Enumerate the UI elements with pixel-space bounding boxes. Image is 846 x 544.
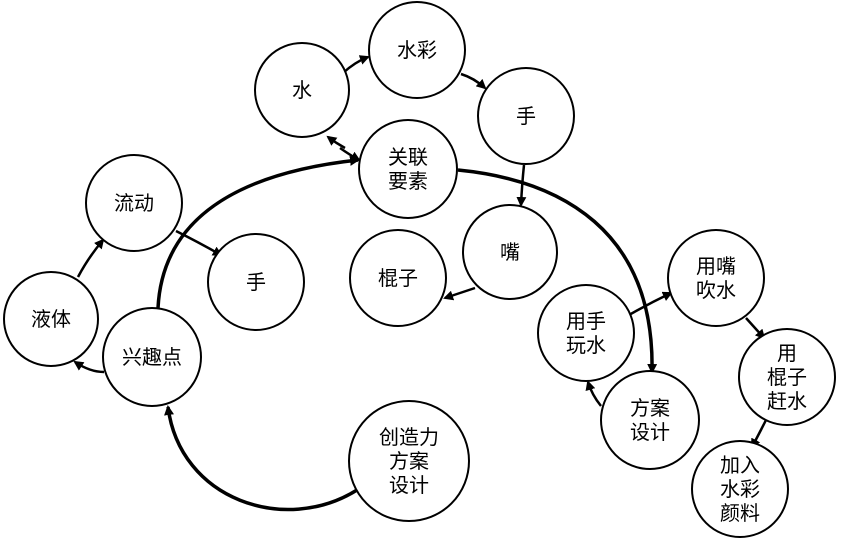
- node-label-line: 要素: [388, 169, 428, 193]
- edge-chuangzao-xingqudian: [164, 405, 358, 512]
- edge-yongshou-yongzui: [628, 291, 673, 317]
- node-yongshou: 用手玩水: [537, 284, 635, 382]
- node-label-line: 设计: [389, 473, 429, 497]
- edge-yongzui-yonggunzi: [745, 317, 766, 340]
- node-label-line: 用嘴: [696, 254, 736, 278]
- node-shou-mid: 手: [207, 233, 305, 331]
- svg-text:手: 手: [516, 104, 536, 128]
- edge-group: [73, 55, 768, 512]
- node-chuangzao: 创造力方案设计: [348, 400, 470, 522]
- node-label-line: 液体: [31, 307, 71, 331]
- node-label-line: 玩水: [566, 333, 606, 357]
- node-label-line: 颜料: [720, 501, 760, 525]
- edge-fangan-yongshou: [585, 380, 602, 407]
- svg-text:液体: 液体: [31, 307, 71, 331]
- node-label-line: 赶水: [767, 389, 807, 413]
- node-gunzi: 棍子: [349, 229, 447, 327]
- edge-shuicai-shou: [460, 72, 487, 90]
- node-jiaru: 加入水彩颜料: [691, 440, 789, 538]
- node-shui: 水: [254, 42, 350, 138]
- node-label-line: 棍子: [767, 365, 807, 389]
- edge-liudong-shou: [175, 229, 223, 257]
- node-label-line: 用: [777, 341, 797, 365]
- node-label-line: 手: [246, 270, 266, 294]
- node-xingqudian: 兴趣点: [102, 307, 202, 407]
- node-liudong: 流动: [85, 154, 183, 252]
- node-label-line: 用手: [566, 309, 606, 333]
- edge-yeti-liudong: [76, 238, 105, 278]
- node-fangan: 方案设计: [600, 370, 700, 470]
- node-label-line: 水: [292, 78, 312, 102]
- node-label-line: 方案: [630, 396, 670, 420]
- edge-zui-gunzi: [443, 286, 476, 301]
- svg-text:用手玩水: 用手玩水: [566, 309, 606, 357]
- edge-shou-zui: [516, 164, 527, 207]
- svg-text:流动: 流动: [114, 191, 154, 215]
- node-label-line: 兴趣点: [122, 345, 182, 369]
- node-yongzui: 用嘴吹水: [667, 229, 765, 327]
- svg-text:棍子: 棍子: [378, 266, 418, 290]
- svg-text:关联要素: 关联要素: [388, 145, 428, 193]
- node-shuicai: 水彩: [368, 1, 466, 99]
- svg-text:水: 水: [292, 78, 312, 102]
- edge-guanlian-shui: [326, 135, 346, 150]
- node-yonggunzi: 用棍子赶水: [738, 328, 836, 426]
- edge-xingqudian-guanlian: [156, 155, 360, 309]
- edge-shui-shuicai: [342, 55, 370, 74]
- node-label-line: 方案: [389, 449, 429, 473]
- node-shou-top: 手: [477, 67, 575, 165]
- node-label-line: 手: [516, 104, 536, 128]
- svg-text:兴趣点: 兴趣点: [122, 345, 182, 369]
- node-label-line: 水彩: [720, 477, 760, 501]
- svg-text:加入水彩颜料: 加入水彩颜料: [720, 453, 760, 525]
- node-label-line: 设计: [630, 420, 670, 444]
- node-label-line: 水彩: [397, 38, 437, 62]
- node-guanlian: 关联要素: [358, 119, 458, 219]
- node-label-line: 流动: [114, 191, 154, 215]
- svg-text:用棍子赶水: 用棍子赶水: [767, 341, 807, 413]
- svg-text:方案设计: 方案设计: [630, 396, 670, 444]
- edge-xingqudian-yeti: [73, 360, 105, 374]
- node-yeti: 液体: [3, 271, 99, 367]
- edge-guanlian-fangan: [457, 168, 658, 374]
- svg-text:嘴: 嘴: [500, 240, 520, 264]
- node-label-line: 创造力: [379, 425, 439, 449]
- svg-text:水彩: 水彩: [397, 38, 437, 62]
- svg-text:创造力方案设计: 创造力方案设计: [379, 425, 439, 497]
- node-label-line: 关联: [388, 145, 428, 169]
- svg-text:手: 手: [246, 270, 266, 294]
- edge-shui-guanlian: [339, 146, 361, 162]
- node-label-line: 嘴: [500, 240, 520, 264]
- node-label-line: 棍子: [378, 266, 418, 290]
- svg-text:用嘴吹水: 用嘴吹水: [696, 254, 736, 302]
- node-zui: 嘴: [462, 204, 558, 300]
- node-label-line: 加入: [720, 453, 760, 477]
- node-label-line: 吹水: [696, 278, 736, 302]
